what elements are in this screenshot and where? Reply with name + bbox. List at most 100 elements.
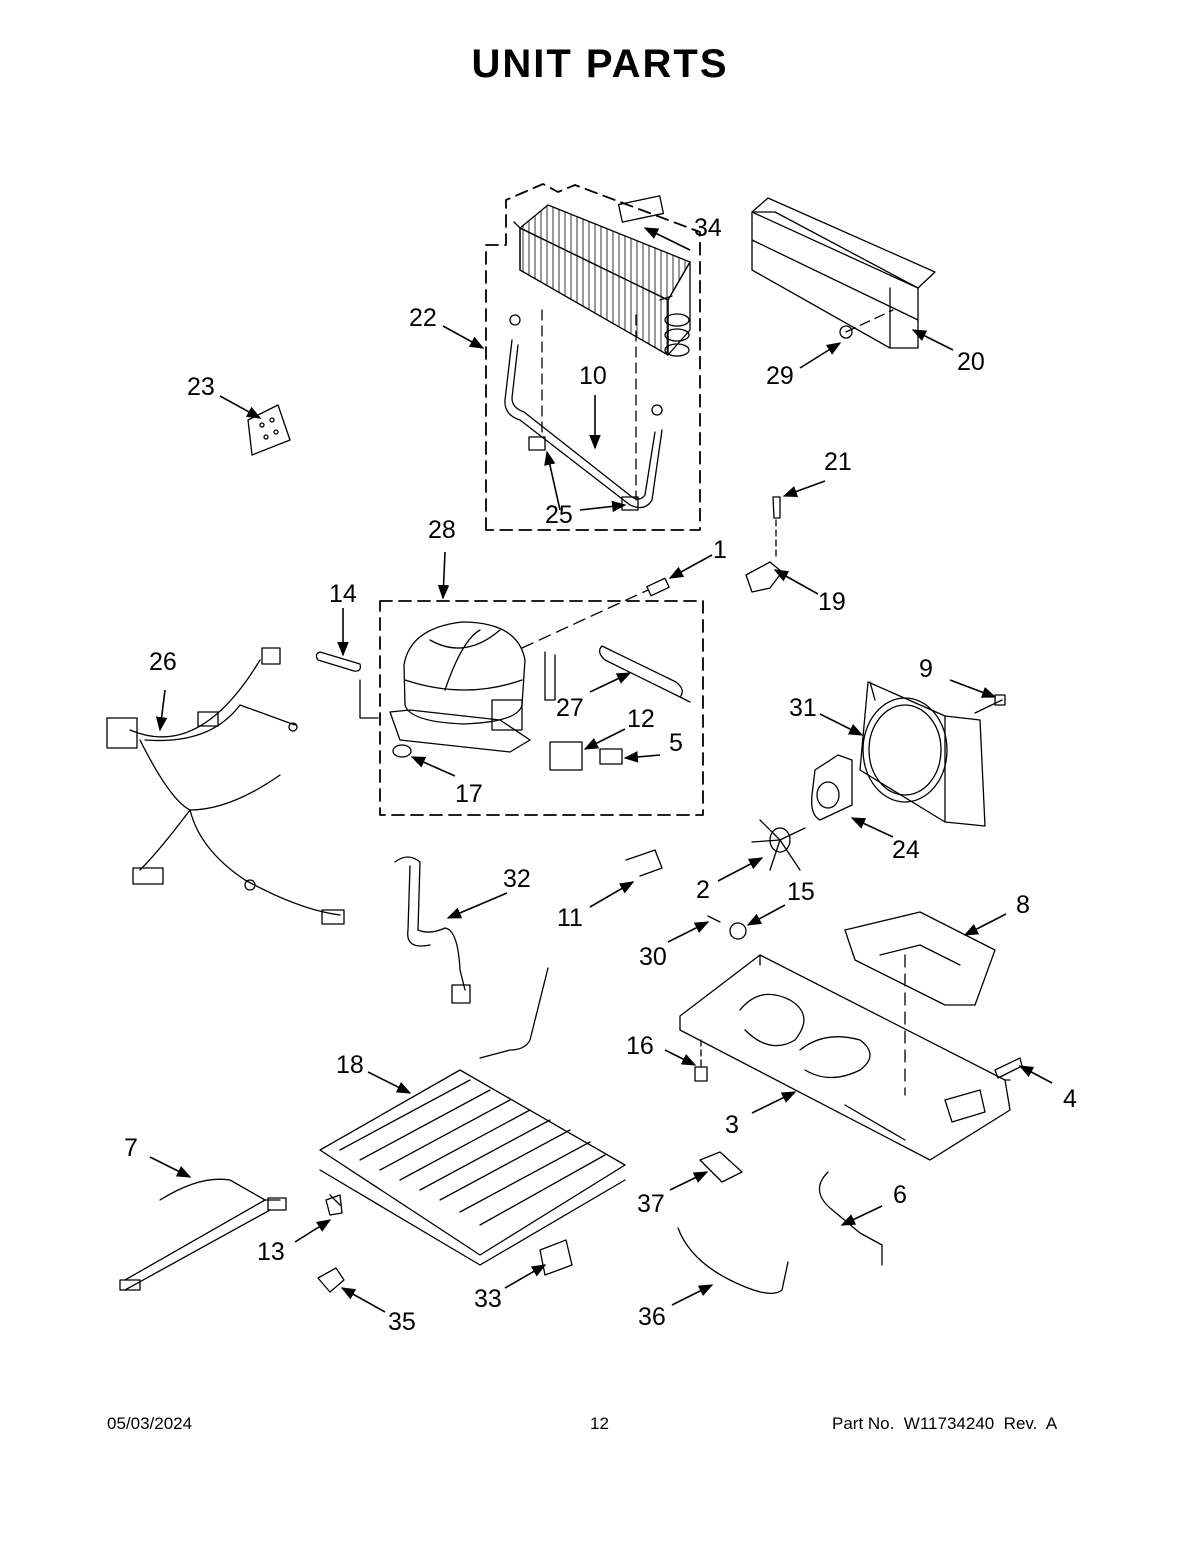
leader-3 [751,1091,797,1114]
part-3-base-drawing [679,954,1011,1161]
leader-15 [746,904,786,926]
leader-18 [367,1071,412,1094]
part-12-5-relay-drawing [549,741,623,771]
callout-10: 10 [579,362,607,390]
leader-36 [671,1284,714,1306]
part-32-drain-drawing [394,856,471,1004]
part-33-drawing [539,1239,573,1276]
evaporator-coil-drawing [504,195,691,511]
part-6-rod-drawing [818,1171,883,1266]
leader-31 [819,713,864,736]
callout-37: 37 [637,1190,665,1218]
leader-25a [544,450,561,511]
leader-37 [669,1171,709,1191]
leader-35 [340,1287,386,1313]
leader-26 [155,689,168,732]
callout-4: 4 [1063,1085,1077,1113]
callout-29: 29 [766,362,794,390]
callout-30: 30 [639,943,667,971]
callout-33: 33 [474,1285,502,1313]
callout-35: 35 [388,1308,416,1336]
part-8-bracket-drawing [844,911,996,1006]
leader-19 [773,569,819,595]
leader-11 [589,881,635,908]
part-4-screw-drawing [994,1057,1023,1079]
leader-22 [442,325,485,349]
part-1-connector-drawing [521,577,670,649]
callout-16: 16 [626,1032,654,1060]
part-36-tube-drawing [677,1227,789,1294]
part-23-board-drawing [247,404,291,456]
callout-11: 11 [557,904,583,932]
callout-20: 20 [957,348,985,376]
leader-6 [840,1205,883,1226]
leader-8 [963,913,1007,936]
callout-31: 31 [789,694,817,722]
part-18-condenser-coil-drawing [319,967,626,1266]
leader-4 [1018,1065,1053,1084]
part-20-cover-drawing [751,197,936,349]
leader-24 [850,817,894,838]
callout-9: 9 [919,655,933,683]
compressor-drawing [359,621,556,753]
callout-36: 36 [638,1303,666,1331]
callout-8: 8 [1016,891,1030,919]
page-title: UNIT PARTS [471,42,729,86]
leader-13 [294,1219,332,1243]
footer-date: 05/03/2024 [107,1414,193,1433]
part-7-harness-drawing [119,1178,287,1291]
leader-33 [504,1264,547,1289]
callout-21: 21 [824,448,852,476]
leader-34 [643,227,691,251]
leader-21 [782,480,826,497]
leader-25b [579,500,627,513]
part-37-drawing [699,1151,743,1183]
callout-34: 34 [694,214,722,242]
callout-19: 19 [818,588,846,616]
part-27-drier-drawing [598,645,691,703]
callout-26: 26 [149,648,177,676]
leader-2 [717,857,764,882]
part-11-clip-drawing [625,849,663,877]
callout-17: 17 [455,780,483,808]
leader-23 [219,395,262,419]
callout-7: 7 [124,1134,138,1162]
evaporator-assembly-boundary [485,183,701,531]
callout-32: 32 [503,865,531,893]
callout-13: 13 [257,1238,285,1266]
leader-28 [437,551,450,600]
leader-12 [583,728,626,750]
leader-20 [911,329,954,351]
part-24-motor-drawing [811,754,853,821]
callout-14: 14 [329,580,357,608]
leader-5 [623,751,661,763]
callout-23: 23 [187,373,215,401]
leader-17 [410,756,456,777]
callout-3: 3 [725,1111,739,1139]
part-19-21-bracket-drawing [745,496,783,593]
part-16-screw-drawing [694,1039,708,1082]
leader-9 [949,679,997,698]
compressor-assembly-boundary [379,600,704,816]
part-9-screw-drawing [974,694,1006,714]
part-2-fan-blade-drawing [751,819,806,871]
leader-30 [667,921,710,943]
callout-25: 25 [545,501,573,529]
leader-7 [149,1156,192,1178]
part-13-clip-drawing [325,1194,343,1216]
part-14-17-drawing [315,651,412,758]
callout-1: 1 [713,536,727,564]
callout-15: 15 [787,878,815,906]
callout-27: 27 [556,694,584,722]
footer-page-number: 12 [590,1414,609,1433]
part-15-30-drawing [707,915,747,940]
callout-18: 18 [336,1051,364,1079]
footer-part-number: Part No. W11734240 Rev. A [832,1414,1058,1433]
callout-24: 24 [892,836,920,864]
part-26-wire-harness-drawing [106,647,345,925]
leader-16 [664,1049,697,1066]
leader-29 [799,342,842,369]
callout-22: 22 [409,304,437,332]
leader-32 [446,892,508,919]
